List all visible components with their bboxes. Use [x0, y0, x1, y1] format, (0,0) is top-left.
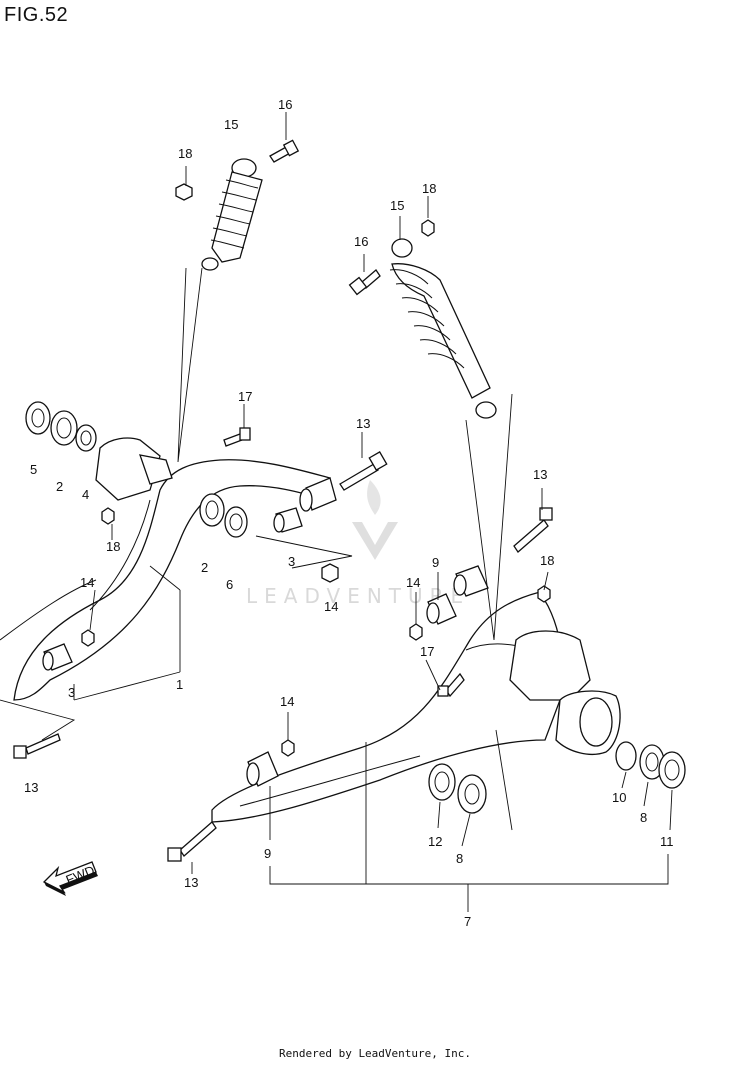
callout-18a: 18 — [178, 146, 192, 161]
callout-14d: 14 — [280, 694, 294, 709]
left-bushing-front[interactable] — [299, 477, 337, 512]
right-bearing-8-lower[interactable] — [457, 774, 487, 814]
right-shock-nut-upper[interactable] — [421, 219, 435, 237]
callout-17a: 17 — [238, 389, 252, 404]
callout-13a: 13 — [356, 416, 370, 431]
callout-8b: 8 — [456, 851, 463, 866]
footer-credit: Rendered by LeadVenture, Inc. — [278, 1047, 472, 1060]
right-lower-arm[interactable] — [211, 591, 563, 823]
right-arm-bushing-front[interactable] — [453, 565, 489, 597]
right-spacer-10[interactable] — [615, 741, 637, 771]
left-nut-14-upper[interactable] — [321, 563, 339, 583]
left-knuckle[interactable] — [95, 437, 173, 501]
callout-15b: 15 — [390, 198, 404, 213]
right-leader-lines — [191, 196, 673, 912]
callout-14c: 14 — [406, 575, 420, 590]
callout-13d: 13 — [184, 875, 198, 890]
right-nut-14-upper[interactable] — [409, 623, 423, 641]
right-bearing-8-knuckle[interactable] — [639, 744, 665, 780]
right-shock-bolt[interactable] — [348, 269, 381, 296]
right-shock-absorber[interactable] — [389, 238, 497, 419]
callout-8a: 8 — [640, 810, 647, 825]
callout-3b: 3 — [68, 685, 75, 700]
callout-1: 1 — [176, 677, 183, 692]
watermark-text: LEADVENTURE — [246, 584, 470, 608]
right-bushing-9-upper[interactable] — [426, 593, 457, 625]
right-bushing-9-lower[interactable] — [246, 751, 279, 787]
watermark-logo: LEADVENTURE — [246, 480, 470, 608]
callout-16b: 16 — [354, 234, 368, 249]
right-nut-18[interactable] — [537, 585, 551, 603]
callout-3a: 3 — [288, 554, 295, 569]
right-bolt-13-upper[interactable] — [513, 507, 553, 553]
forward-arrow-icon — [42, 861, 98, 896]
right-bolt-17[interactable] — [437, 672, 465, 698]
callout-16a: 16 — [278, 97, 292, 112]
callout-14b: 14 — [324, 599, 338, 614]
callout-17b: 17 — [420, 644, 434, 659]
callout-11: 11 — [660, 834, 674, 849]
right-seal-12[interactable] — [428, 763, 456, 801]
callout-5: 5 — [30, 462, 37, 477]
left-shock-nut-upper[interactable] — [175, 183, 193, 201]
left-nut-18-lower[interactable] — [101, 507, 115, 525]
callout-15a: 15 — [224, 117, 238, 132]
left-bearing-seal-5[interactable] — [25, 401, 51, 435]
callout-18d: 18 — [540, 553, 554, 568]
callout-6: 6 — [226, 577, 233, 592]
left-bolt-13-upper[interactable] — [339, 451, 388, 491]
left-bearing-2-upper[interactable] — [50, 410, 78, 446]
left-shock-bolt[interactable] — [269, 139, 300, 163]
callout-9b: 9 — [264, 846, 271, 861]
callout-13c: 13 — [533, 467, 547, 482]
callout-18b: 18 — [106, 539, 120, 554]
right-nut-14-lower[interactable] — [281, 739, 295, 757]
left-bushing-3-lower[interactable] — [42, 643, 73, 671]
left-spacer-4[interactable] — [75, 424, 97, 452]
left-bolt-17[interactable] — [223, 427, 251, 447]
callout-9a: 9 — [432, 555, 439, 570]
callout-2a: 2 — [56, 479, 63, 494]
callout-2b: 2 — [201, 560, 208, 575]
callout-12: 12 — [428, 834, 442, 849]
left-bolt-13-lower[interactable] — [13, 733, 61, 759]
right-seal-11[interactable] — [658, 751, 686, 789]
left-nut-14-lower[interactable] — [81, 629, 95, 647]
left-leader-lines — [0, 112, 363, 741]
fwd-badge: FWD — [42, 861, 98, 896]
right-knuckle[interactable] — [509, 630, 621, 755]
left-bearing-2-lower[interactable] — [199, 493, 225, 527]
left-bushing-3-upper[interactable] — [273, 507, 303, 533]
callout-13b: 13 — [24, 780, 38, 795]
callout-7: 7 — [464, 914, 471, 929]
callout-14a: 14 — [80, 575, 94, 590]
right-bolt-13-lower[interactable] — [167, 821, 217, 862]
figure-title: FIG.52 — [4, 4, 69, 26]
callout-18c: 18 — [422, 181, 436, 196]
callout-10: 10 — [612, 790, 626, 805]
left-seal-6[interactable] — [224, 506, 248, 538]
callout-labels: 16 15 18 17 13 5 2 4 18 2 3 6 14 14 3 1 … — [24, 97, 674, 929]
left-shock-absorber[interactable] — [201, 158, 263, 271]
fwd-label: FWD — [64, 862, 97, 887]
callout-4: 4 — [82, 487, 89, 502]
